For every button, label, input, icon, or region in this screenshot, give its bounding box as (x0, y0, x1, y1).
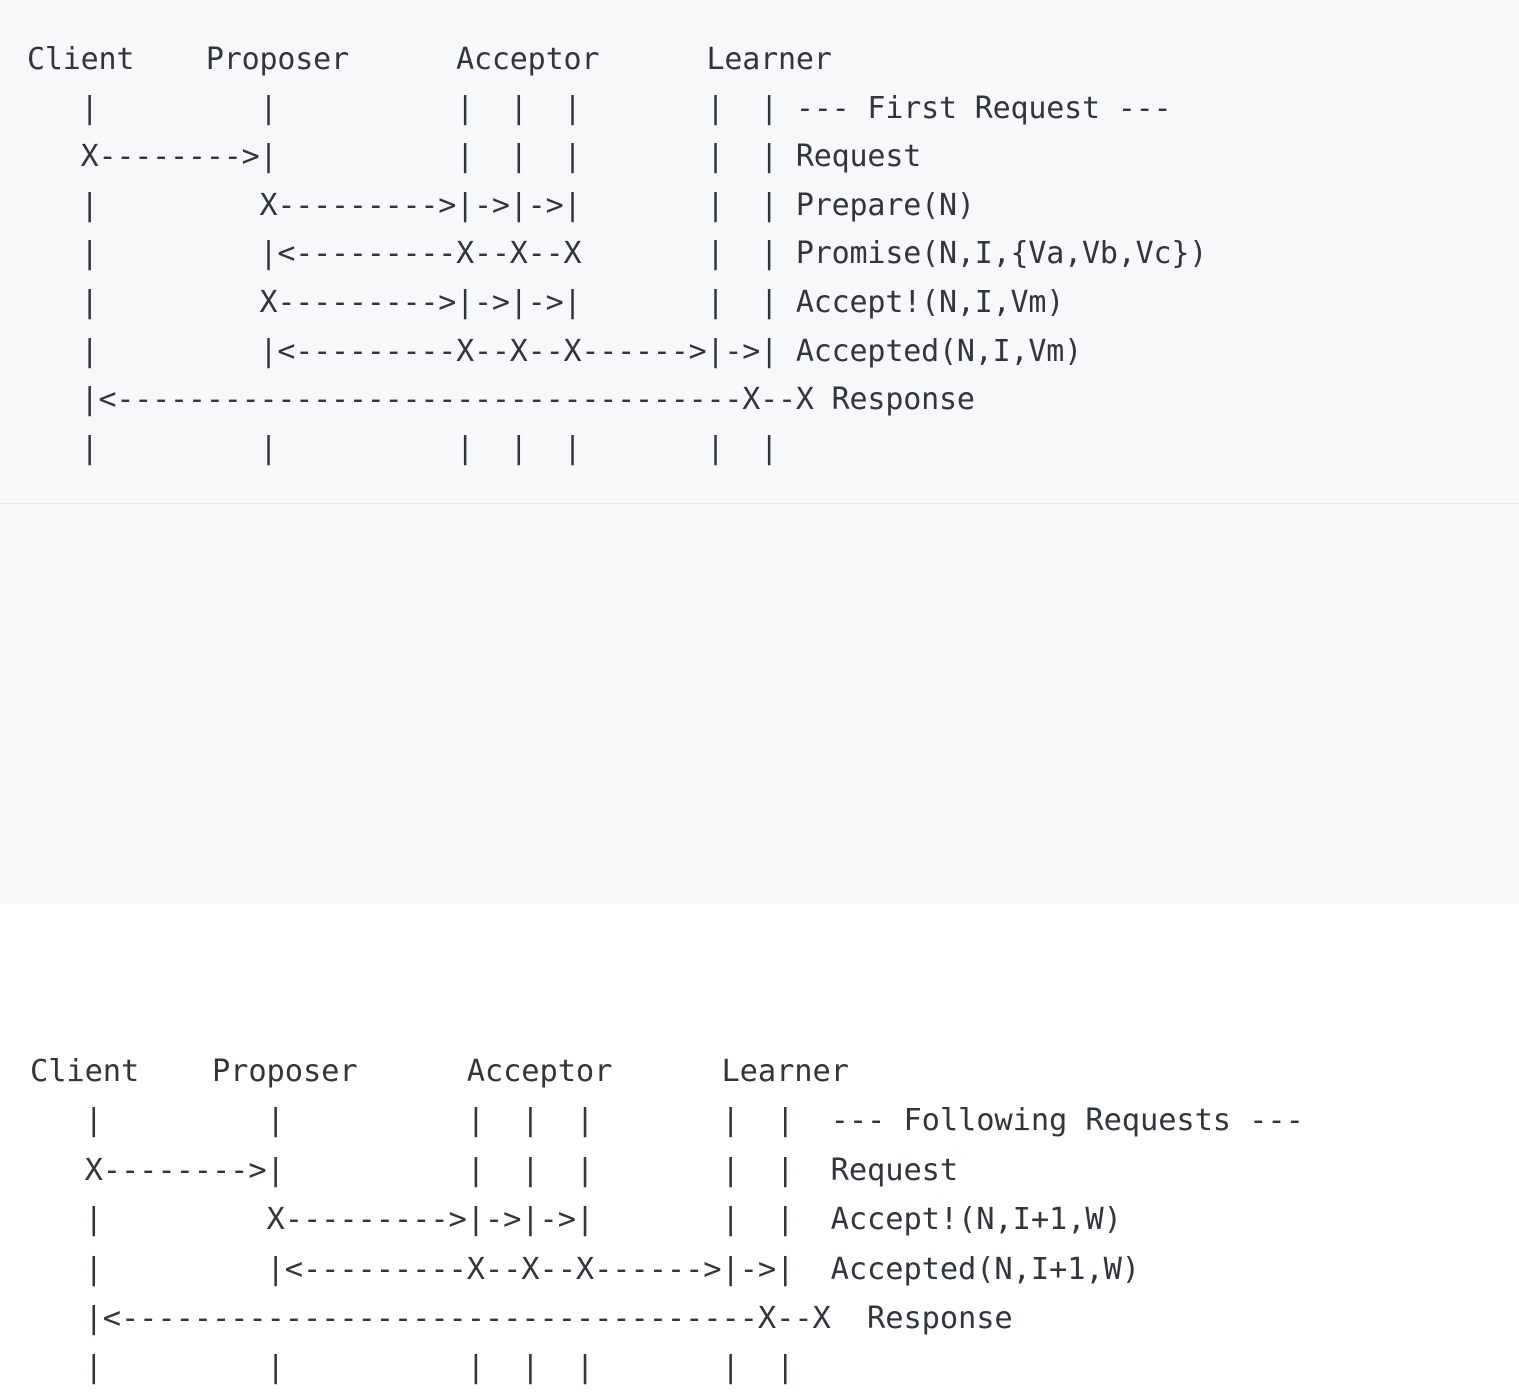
sequence-block-first-request: Client Proposer Acceptor Learner | | | |… (0, 0, 1519, 503)
ascii-art-following-requests: Client Proposer Acceptor Learner | | | |… (30, 1054, 1304, 1386)
sequence-block-following-requests: Client Proposer Acceptor Learner | | | |… (0, 503, 1519, 1385)
ascii-art-first-request: Client Proposer Acceptor Learner | | | |… (27, 42, 1208, 466)
